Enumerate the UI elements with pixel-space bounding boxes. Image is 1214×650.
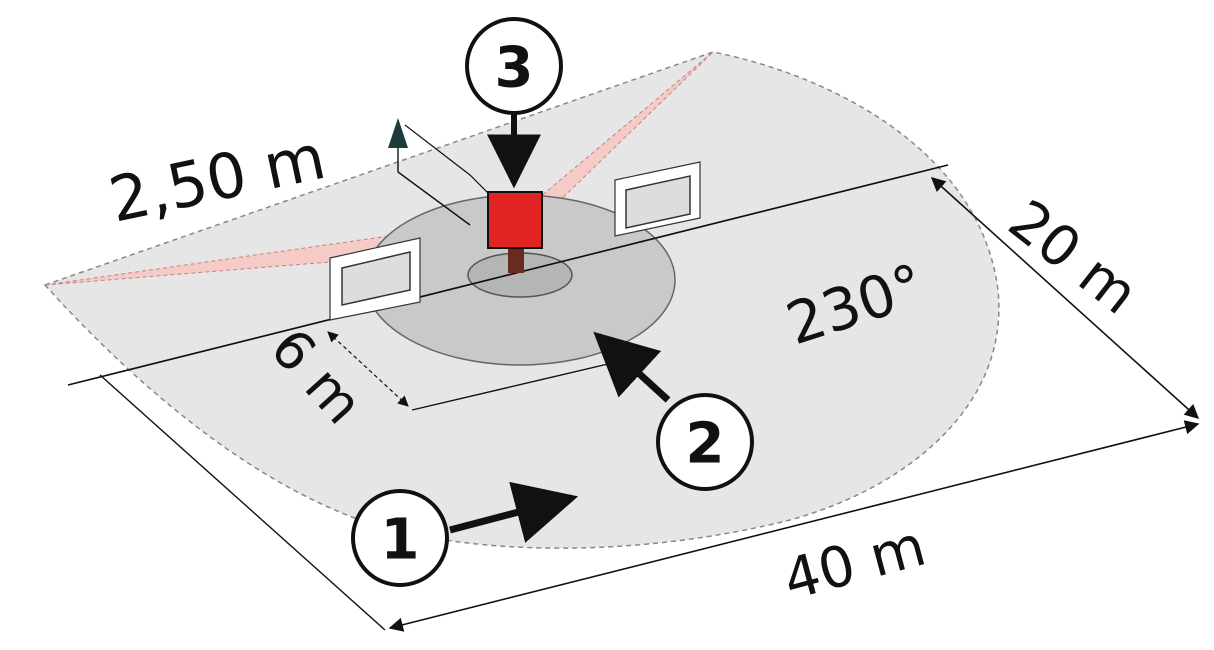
sensor-marker-circle bbox=[465, 17, 563, 115]
mounting-pole bbox=[508, 248, 524, 273]
near-dimension-baseline bbox=[411, 359, 626, 411]
inner-zone-marker: 2 bbox=[686, 412, 725, 477]
width-extension-line bbox=[99, 374, 386, 631]
inner-zone-marker-circle bbox=[656, 393, 754, 491]
outer-zone-marker-circle bbox=[351, 489, 449, 587]
wall-line bbox=[67, 164, 949, 386]
height-arrow-icon bbox=[388, 118, 408, 148]
sensor-marker: 3 bbox=[495, 36, 534, 101]
left-panel bbox=[341, 251, 411, 306]
outer-zone-pointer bbox=[449, 481, 579, 543]
width-dimension-arrow bbox=[388, 420, 1200, 632]
width-label: 40 m bbox=[777, 514, 933, 614]
inner-zone-pointer bbox=[593, 331, 671, 403]
height-dimension-line-2 bbox=[404, 124, 491, 196]
right-panel bbox=[625, 175, 691, 229]
outer-zone-marker: 1 bbox=[381, 508, 420, 573]
depth-dimension-arrow bbox=[930, 177, 1200, 419]
sensor-box bbox=[487, 191, 543, 249]
